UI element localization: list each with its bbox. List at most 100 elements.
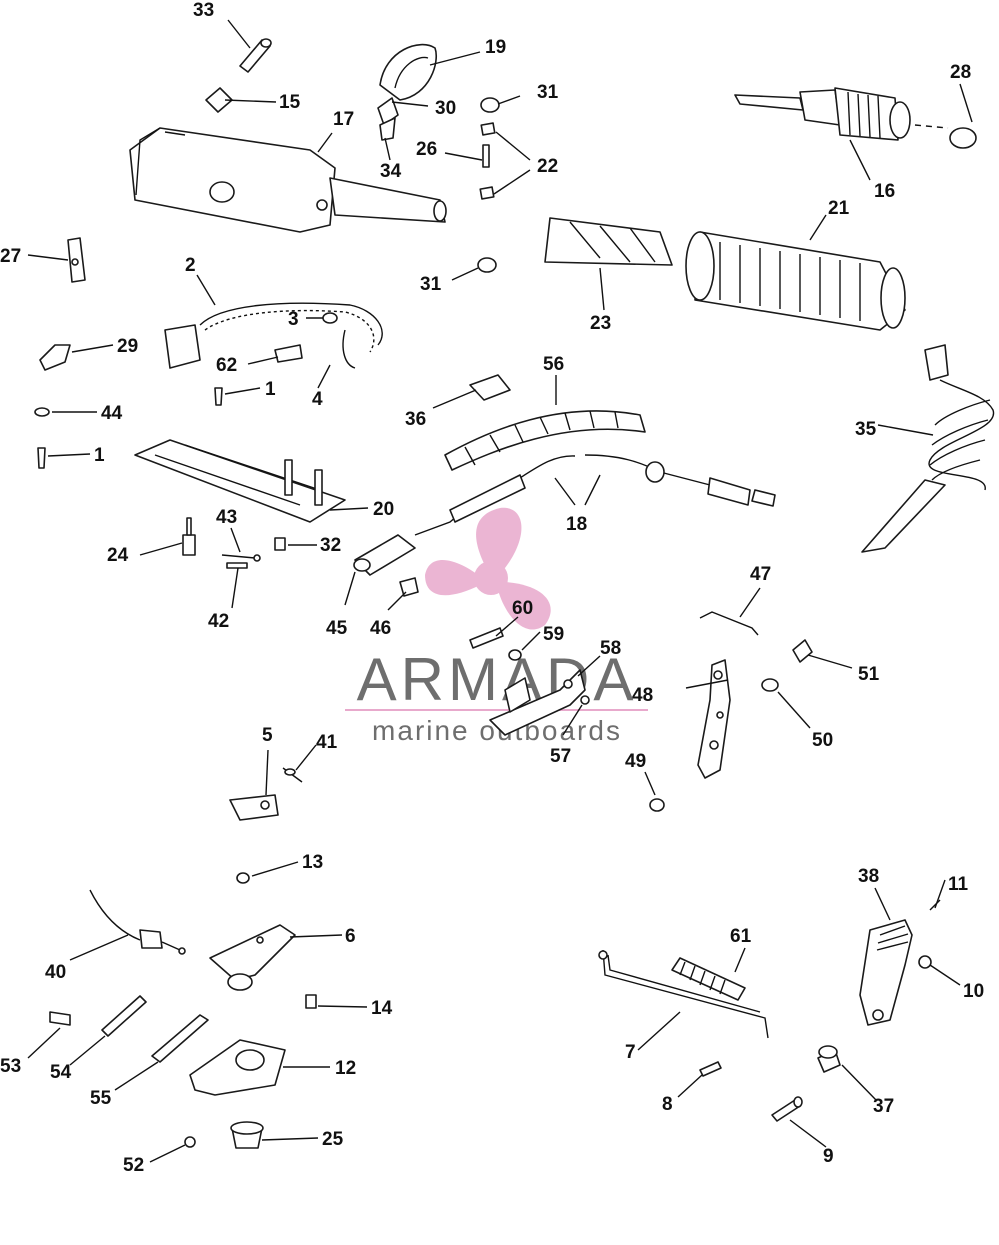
callout-43: 43 (216, 507, 237, 528)
propeller-logo (425, 507, 551, 630)
callout-45: 45 (326, 618, 348, 639)
callout-37: 37 (873, 1096, 894, 1117)
part-2-harness (164, 302, 383, 369)
callout-22: 22 (537, 156, 558, 177)
callout-28: 28 (950, 62, 971, 83)
part-18-cable (414, 454, 776, 536)
part-44-washer (34, 407, 50, 417)
part-38-shift-handle (859, 919, 913, 1026)
part-60-screw (469, 627, 504, 649)
part-53-screw (49, 1011, 71, 1026)
callout-50: 50 (812, 730, 833, 751)
part-59-washer (508, 649, 522, 661)
callout-42: 42 (208, 611, 229, 632)
callout-9: 9 (823, 1146, 834, 1167)
propeller-hub (474, 561, 508, 595)
callout-31-top: 31 (537, 82, 559, 103)
propeller-blade (425, 560, 482, 596)
callout-52: 52 (123, 1155, 144, 1176)
callout-36: 36 (405, 409, 426, 430)
part-58-bracket (489, 669, 586, 736)
callout-57: 57 (550, 746, 571, 767)
part-1-screw-upper (214, 387, 223, 406)
part-55-link (151, 1014, 209, 1063)
watermark-title: ARMADA (357, 646, 638, 713)
callout-7: 7 (625, 1042, 636, 1063)
callout-59: 59 (543, 624, 564, 645)
callout-38: 38 (858, 866, 879, 887)
part-50-washer (761, 678, 779, 692)
callout-51: 51 (858, 664, 880, 685)
part-10-washer (918, 955, 932, 969)
callout-30: 30 (435, 98, 456, 119)
part-24-plunger (182, 517, 196, 556)
part-16-switch (734, 87, 949, 141)
part-31-plug-mid (477, 257, 497, 273)
parts-artwork (34, 38, 995, 1149)
callout-41: 41 (316, 732, 338, 753)
part-62-screw (274, 344, 303, 363)
callout-24: 24 (107, 545, 129, 566)
callout-54: 54 (50, 1062, 72, 1083)
part-49-washer (649, 798, 665, 812)
callout-6: 6 (345, 926, 356, 947)
propeller-blade (476, 507, 522, 575)
callout-40: 40 (45, 962, 66, 983)
callout-27: 27 (0, 246, 21, 267)
part-54-link (101, 995, 147, 1037)
callout-20: 20 (373, 499, 394, 520)
callout-60: 60 (512, 598, 533, 619)
callout-21: 21 (828, 198, 850, 219)
callout-46: 46 (370, 618, 391, 639)
callout-17: 17 (333, 109, 354, 130)
callout-18: 18 (566, 514, 587, 535)
callout-33: 33 (193, 0, 214, 21)
callout-19: 19 (485, 37, 506, 58)
part-61-grip (671, 957, 746, 1001)
part-20-base-plate (134, 439, 346, 523)
callout-3: 3 (288, 309, 299, 330)
part-17-housing (129, 127, 447, 233)
part-47-link (699, 611, 759, 636)
callout-61: 61 (730, 926, 752, 947)
part-57-washer (580, 695, 590, 705)
part-31-plug-top (480, 97, 500, 113)
callout-29: 29 (117, 336, 138, 357)
part-37-bushing (817, 1045, 841, 1073)
part-43-pin (221, 554, 261, 562)
part-56-sleeve (444, 410, 646, 471)
part-26-pin (482, 144, 490, 168)
part-32-screw (274, 537, 286, 551)
callout-56: 56 (543, 354, 564, 375)
callout-55: 55 (90, 1088, 112, 1109)
part-25-bushing (230, 1121, 264, 1149)
callout-1-lower: 1 (94, 445, 105, 466)
callout-48: 48 (632, 685, 653, 706)
part-23-throttle-cone (544, 217, 673, 266)
part-48-lever (697, 659, 731, 779)
callout-14: 14 (371, 998, 393, 1019)
watermark: ARMADA marine outboards (345, 507, 648, 746)
callout-31-mid: 31 (420, 274, 442, 295)
callout-2: 2 (185, 255, 196, 276)
callout-11: 11 (948, 874, 969, 895)
part-1-screw-lower (37, 447, 46, 469)
part-52-nut (184, 1136, 196, 1148)
callout-numbers: 33 15 17 19 30 34 31 26 22 31 28 16 21 2… (0, 0, 984, 1176)
part-5-cam (229, 794, 279, 821)
part-21-handle-grip (685, 231, 906, 331)
part-46-screw (399, 577, 419, 597)
leader-lines (27, 19, 973, 1163)
part-3-ring (322, 312, 338, 324)
part-33-pin (239, 38, 272, 73)
part-9-pin (771, 1096, 803, 1122)
part-28-cap (949, 127, 977, 149)
part-13-ring (236, 872, 250, 884)
part-7-shift-rod (598, 949, 769, 1039)
callout-44: 44 (101, 403, 123, 424)
part-6-lever (209, 924, 296, 991)
callout-25: 25 (322, 1129, 344, 1150)
part-27-plate (67, 237, 86, 283)
part-51-screw (792, 639, 813, 663)
callout-1-upper: 1 (265, 379, 276, 400)
